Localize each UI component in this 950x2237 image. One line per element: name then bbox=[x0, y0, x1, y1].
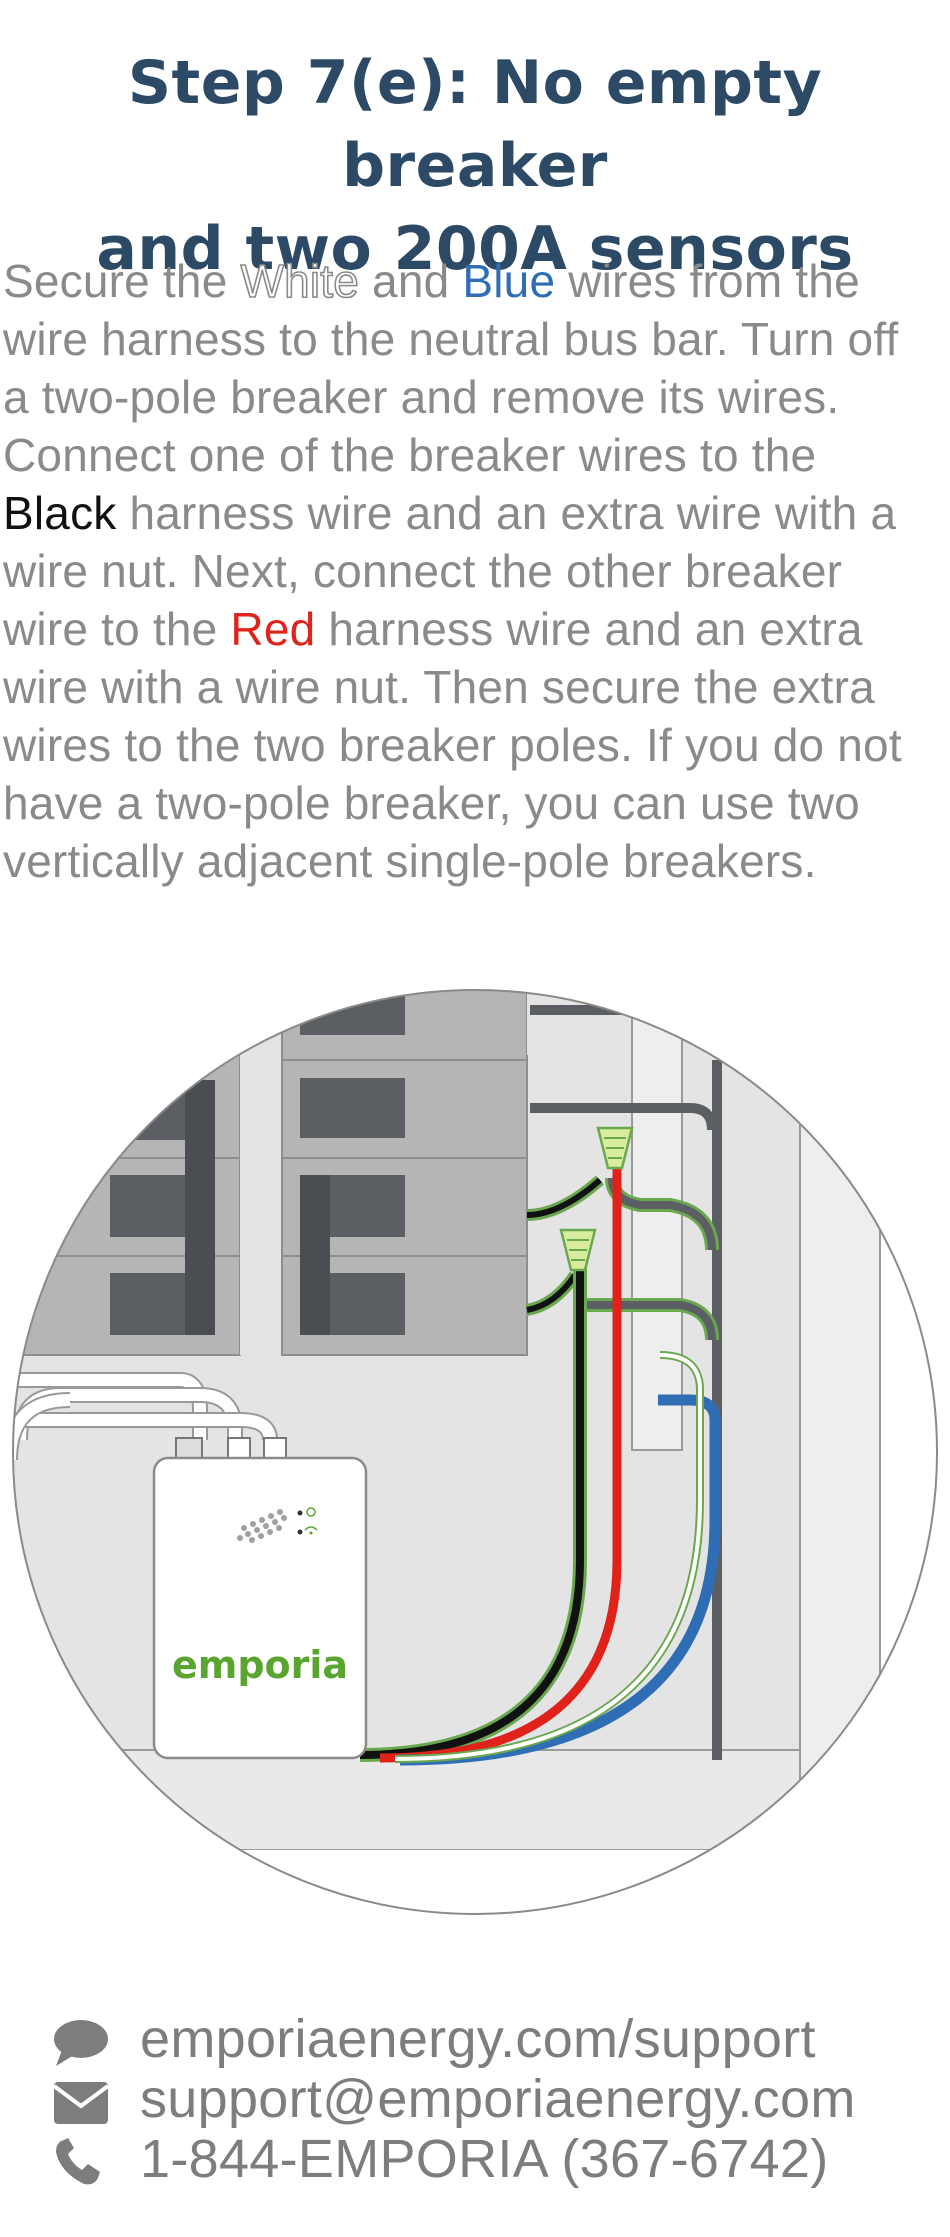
email-link[interactable]: support@emporiaenergy.com bbox=[140, 2069, 856, 2129]
phone-number[interactable]: 1-844-EMPORIA (367-6742) bbox=[140, 2129, 829, 2189]
contact-website[interactable]: emporiaenergy.com/support bbox=[50, 2009, 930, 2074]
text-run: harness wire and an extra bbox=[315, 603, 863, 655]
wire-nut-icon bbox=[559, 1228, 597, 1272]
red-wire-label: Red bbox=[230, 603, 316, 655]
neutral-bus-bar bbox=[631, 1009, 683, 1451]
text-run: wire to the bbox=[3, 603, 231, 655]
phone-icon bbox=[56, 2138, 100, 2185]
instruction-line: have a two-pole breaker, you can use two bbox=[3, 777, 860, 829]
instruction-line: wire harness to the neutral bus bar. Tur… bbox=[3, 313, 899, 365]
contact-email[interactable]: support@emporiaenergy.com bbox=[50, 2069, 930, 2134]
white-wire-label: White bbox=[240, 254, 360, 308]
black-wire-label: Black bbox=[3, 487, 117, 539]
breaker-handle bbox=[300, 1078, 405, 1138]
title-line-1: Step 7(e): No empty breaker bbox=[127, 48, 823, 201]
instruction-line: wires to the two breaker poles. If you d… bbox=[3, 719, 902, 771]
contact-phone[interactable]: 1-844-EMPORIA (367-6742) bbox=[50, 2129, 930, 2194]
instruction-line: a two-pole breaker and remove its wires. bbox=[3, 371, 840, 423]
panel-interior: emporia bbox=[13, 990, 937, 1914]
text-run: Secure the bbox=[3, 255, 241, 307]
text-run: wires from the bbox=[555, 255, 860, 307]
instruction-line: Black harness wire and an extra wire wit… bbox=[3, 484, 948, 542]
page-title: Step 7(e): No empty breaker and two 200A… bbox=[0, 42, 950, 291]
speech-bubble-icon bbox=[54, 2020, 108, 2066]
instruction-line: wire nut. Next, connect the other breake… bbox=[3, 545, 843, 597]
instruction-line: Connect one of the breaker wires to the bbox=[3, 429, 817, 481]
instruction-line: vertically adjacent single-pole breakers… bbox=[3, 835, 817, 887]
wiring-illustration: emporia bbox=[12, 989, 938, 1915]
website-link[interactable]: emporiaenergy.com/support bbox=[140, 2009, 816, 2069]
instruction-line: wire with a wire nut. Then secure the ex… bbox=[3, 661, 875, 713]
title-line-2: and two 200A sensors bbox=[96, 214, 854, 284]
emporia-monitor: emporia bbox=[152, 1456, 368, 1760]
instruction-line: Secure the White and Blue wires from the bbox=[3, 252, 948, 310]
instructions-paragraph: Secure the White and Blue wires from the… bbox=[3, 252, 948, 890]
breaker-handle bbox=[300, 990, 405, 1035]
instruction-line: wire to the Red harness wire and an extr… bbox=[3, 600, 948, 658]
text-run: harness wire and an extra wire with a bbox=[116, 487, 897, 539]
wire-nut-icon bbox=[596, 1126, 634, 1170]
emporia-logo: emporia bbox=[172, 1643, 348, 1687]
text-run: and bbox=[359, 255, 463, 307]
envelope-icon bbox=[52, 2082, 110, 2124]
blue-wire-label: Blue bbox=[462, 255, 556, 307]
